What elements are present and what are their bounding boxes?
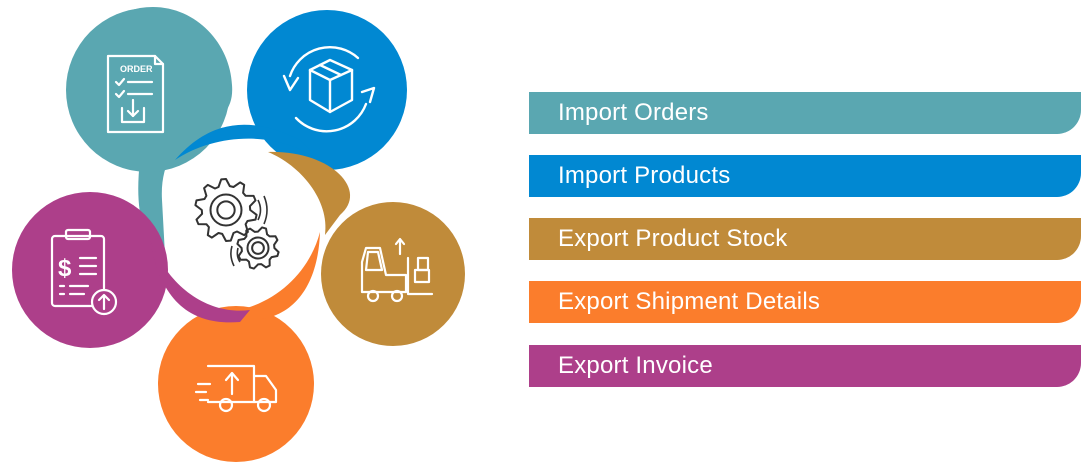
legend-item: Import Orders bbox=[529, 92, 1081, 134]
legend-item-label: Export Invoice bbox=[558, 352, 713, 379]
order-label: ORDER bbox=[120, 64, 153, 74]
petal-invoice bbox=[12, 192, 250, 348]
petal-truck bbox=[158, 232, 320, 462]
box-sync-icon bbox=[282, 45, 376, 133]
delivery-truck-icon bbox=[194, 364, 278, 413]
order-document-icon: ORDER bbox=[106, 54, 165, 134]
flow-diagram: ORDER $ bbox=[12, 6, 465, 462]
legend-item: Import Products bbox=[529, 155, 1081, 197]
legend-item-label: Import Products bbox=[558, 162, 731, 189]
invoice-upload-icon: $ bbox=[50, 228, 118, 316]
legend-item-label: Export Shipment Details bbox=[558, 288, 821, 315]
legend-item: Export Product Stock bbox=[529, 218, 1081, 260]
legend-item: Export Invoice bbox=[529, 345, 1081, 387]
dollar-sign: $ bbox=[58, 255, 72, 282]
forklift-icon bbox=[360, 237, 434, 303]
legend-item-label: Import Orders bbox=[558, 99, 709, 126]
legend-item: Export Shipment Details bbox=[529, 281, 1081, 323]
gears-icon bbox=[194, 178, 280, 270]
legend-item-label: Export Product Stock bbox=[558, 225, 788, 252]
petal-product bbox=[175, 10, 407, 170]
